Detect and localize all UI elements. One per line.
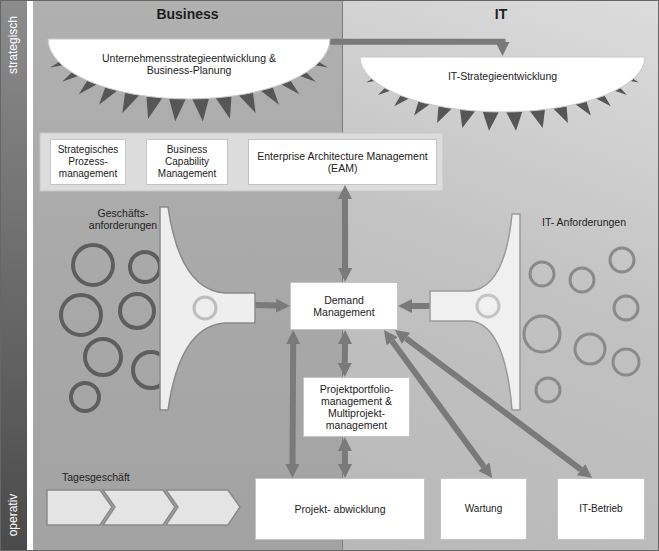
- process-box: Wartung: [440, 478, 527, 540]
- requirement-circle: [536, 378, 560, 402]
- process-box: Projekt- abwicklung: [255, 478, 425, 540]
- requirement-circle: [575, 334, 605, 364]
- shape-outline: [55, 205, 255, 415]
- requirement-circle: [71, 383, 99, 411]
- node-text: IT- Anforderungen: [538, 212, 630, 228]
- node-text: Business: [33, 0, 342, 22]
- connector-arrow: [406, 338, 581, 469]
- requirement-circle: [610, 248, 634, 272]
- node-text: Strategisches Prozess- management: [53, 144, 123, 180]
- strategy-bowl: [48, 39, 330, 99]
- node-text: Projekt- abwicklung: [294, 503, 385, 515]
- requirements-funnel: Geschäfts- anforderungen: [55, 205, 255, 415]
- requirement-circle: [613, 349, 639, 375]
- level-bar: [0, 0, 27, 551]
- requirement-circle: [130, 252, 160, 282]
- node-text: Wartung: [465, 503, 502, 515]
- strategy-shape: IT-Strategieentwicklung: [360, 56, 645, 140]
- connector-arrow: [342, 451, 348, 464]
- process-box: IT-Betrieb: [557, 478, 645, 540]
- requirement-circle: [61, 295, 101, 335]
- requirement-circle: [530, 262, 554, 286]
- funnel: [160, 207, 255, 410]
- process-box: Strategisches Prozess- management: [50, 139, 126, 185]
- connector-arrow: [290, 344, 297, 464]
- process-box: Projektportfolio- management & Multiproj…: [303, 377, 410, 437]
- requirement-circle: [524, 316, 560, 352]
- requirement-circle: [85, 339, 121, 375]
- requirement-circle: [477, 295, 499, 317]
- node-text: Geschäfts- anforderungen: [77, 205, 169, 231]
- level-label: strategisch: [7, 16, 19, 74]
- node-text: IT-Strategieentwicklung: [395, 70, 610, 82]
- process-box: Enterprise Architecture Management (EAM): [248, 139, 437, 185]
- requirement-circle: [73, 245, 113, 285]
- shape-outline: [360, 56, 645, 140]
- node-text: Business Capability Management: [149, 144, 225, 180]
- node-text: Unternehmensstrategieentwicklung & Busin…: [82, 52, 297, 76]
- it-panel: IT IT-StrategieentwicklungIT- Anforderung…: [343, 0, 659, 551]
- node-text: Enterprise Architecture Management (EAM): [252, 150, 433, 174]
- node-text: IT-Betrieb: [579, 503, 622, 515]
- connector-arrow: [342, 199, 348, 268]
- requirements-funnel: IT- Anforderungen: [430, 212, 645, 412]
- requirement-circle: [194, 297, 216, 319]
- requirement-circle: [614, 296, 638, 320]
- node-text: IT: [343, 0, 659, 22]
- shape-outline: [430, 212, 645, 412]
- node-text: Demand Management: [294, 294, 394, 318]
- connector-arrow: [330, 39, 503, 45]
- level-label: operativ: [7, 494, 19, 537]
- process-box: Business Capability Management: [146, 139, 228, 185]
- requirement-circle: [570, 268, 594, 292]
- strategy-bowl: [360, 57, 645, 112]
- business-panel: BusinessUnternehmensstrategieentwicklung…: [33, 0, 343, 551]
- connector-arrow: [342, 344, 348, 363]
- process-box: Demand Management: [290, 282, 398, 330]
- connector-arrow: [412, 303, 430, 309]
- requirement-circle: [120, 294, 154, 328]
- connector-arrow: [255, 302, 276, 309]
- funnel: [430, 214, 520, 410]
- strategy-shape: Unternehmensstrategieentwicklung & Busin…: [48, 38, 330, 134]
- node-text: Projektportfolio- management & Multiproj…: [307, 383, 406, 431]
- area-label: Tagesgeschäft: [62, 471, 130, 483]
